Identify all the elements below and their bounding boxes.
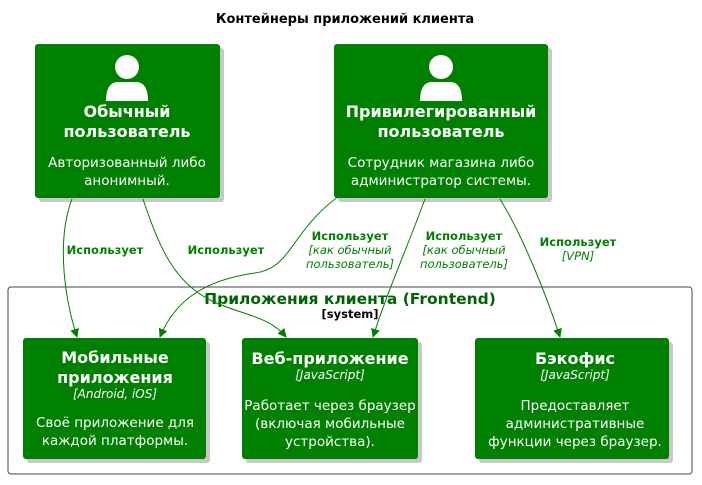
person-desc-line-1: Сотрудник магазина либо [348, 155, 535, 171]
relation-technology-line-2: пользователь] [420, 257, 508, 271]
relation-label: Использует [426, 229, 503, 243]
container-desc-line-1: Своё приложение для [36, 415, 194, 431]
person-box [334, 44, 548, 198]
relation-technology-line-1: [как обычный [308, 243, 392, 257]
person-regular-user[interactable]: Обычный пользователь Авторизованный либо… [35, 44, 224, 202]
relation-arrow [62, 198, 79, 338]
container-title-line-1: Бэкофис [535, 349, 615, 368]
container-title-line-1: Мобильные [61, 348, 169, 367]
person-icon [106, 55, 148, 101]
container-desc-line-3: функции через браузер. [488, 434, 662, 450]
container-backoffice[interactable]: Бэкофис [JavaScript] Предоставляет админ… [475, 338, 673, 463]
container-desc-line-1: Работает через браузер [244, 398, 415, 414]
relation-technology-line-1: [VPN] [562, 249, 594, 263]
container-desc-line-2: каждой платформы. [42, 433, 188, 449]
relation-label: Использует [188, 243, 265, 257]
container-mobile-apps[interactable]: Мобильные приложения [Android, iOS] Своё… [23, 338, 210, 463]
container-desc-line-3: устройства). [285, 434, 375, 450]
person-title-line-2: пользователь [63, 122, 190, 141]
person-title-line-2: пользователь [377, 122, 504, 141]
person-title-line-1: Привилегированный [346, 102, 537, 121]
container-desc-line-1: Предоставляет [520, 398, 629, 414]
relation-label: Использует [312, 229, 389, 243]
container-technology: [Android, iOS] [73, 387, 157, 401]
system-boundary: Приложения клиента (Frontend) [system] [7, 286, 693, 475]
person-desc-line-2: администратор системы. [351, 173, 531, 189]
relation-privileged-to-backoffice: Использует [VPN] [499, 198, 617, 338]
boundary-type: [system] [322, 307, 379, 321]
container-title-line-1: Веб-приложение [251, 349, 408, 368]
container-desc-line-2: (включая мобильные [255, 416, 405, 432]
relation-technology-line-2: пользователь] [306, 257, 394, 271]
diagram-title: Контейнеры приложений клиента [216, 12, 474, 27]
relation-label: Использует [540, 235, 617, 249]
relation-arrow [499, 198, 562, 338]
person-desc-line-1: Авторизованный либо [48, 155, 206, 171]
person-desc-line-2: анонимный. [84, 173, 170, 189]
relation-regular-to-mobile: Использует [62, 198, 144, 338]
relation-technology-line-1: [как обычный [422, 243, 506, 257]
container-box [242, 338, 418, 459]
relation-privileged-to-web: Использует [как обычный пользователь] [371, 198, 508, 338]
relation-arrow [371, 198, 426, 338]
person-privileged-user[interactable]: Привилегированный пользователь Сотрудник… [334, 44, 552, 202]
container-desc-line-2: административные [506, 416, 645, 432]
relation-arrow [142, 198, 287, 338]
person-title-line-1: Обычный [84, 102, 171, 121]
boundary-frame [7, 286, 693, 475]
boundary-title: Приложения клиента (Frontend) [204, 290, 496, 308]
container-box [475, 338, 669, 459]
container-web-app[interactable]: Веб-приложение [JavaScript] Работает чер… [242, 338, 422, 463]
relation-privileged-to-mobile: Использует [как обычный пользователь] [158, 195, 394, 338]
container-technology: [JavaScript] [540, 368, 610, 382]
container-technology: [JavaScript] [295, 368, 365, 382]
container-box [23, 338, 206, 459]
person-icon [420, 55, 462, 101]
container-title-line-2: приложения [57, 368, 173, 387]
relation-regular-to-web: Использует [142, 198, 287, 338]
person-box [35, 44, 220, 198]
relation-arrow [158, 195, 340, 338]
relation-label: Использует [67, 243, 144, 257]
